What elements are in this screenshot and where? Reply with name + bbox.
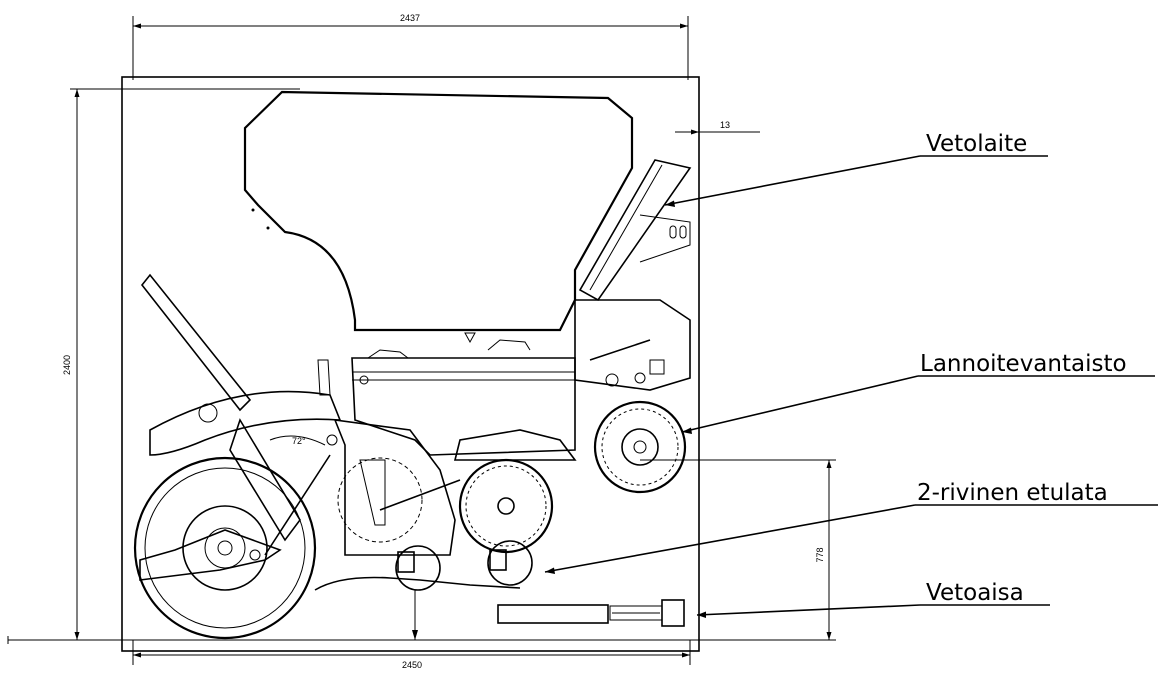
envelope-frame — [121, 76, 700, 652]
fertilizer-coulter-wheel — [593, 400, 687, 494]
dimension-top-width: 2437 — [132, 13, 689, 80]
towing-drawbar — [497, 599, 685, 627]
callout-leaders — [544, 155, 1158, 618]
transport-wheel — [133, 456, 317, 640]
callout-lannoitevantaisto: Lannoitevantaisto — [920, 351, 1127, 377]
angle-label: 72° — [292, 436, 306, 446]
dimension-offset: 13 — [675, 120, 760, 135]
main-chassis — [351, 357, 576, 456]
callout-vetolaite: Vetolaite — [926, 131, 1027, 157]
dim-height-label: 2400 — [62, 355, 72, 375]
callout-etulata: 2-rivinen etulata — [917, 480, 1108, 506]
dim-ground-height-label: 778 — [815, 547, 825, 562]
dim-offset-label: 13 — [720, 120, 730, 130]
dim-top-width-label: 2437 — [400, 13, 420, 23]
dim-bottom-width-label: 2450 — [402, 660, 422, 670]
dimension-bottom-width: 2450 — [132, 640, 691, 670]
front-coulter-row — [314, 457, 533, 640]
dimension-height: 2400 — [62, 88, 300, 641]
callout-vetoaisa: Vetoaisa — [926, 580, 1024, 606]
seed-hopper — [243, 90, 634, 332]
dimension-ground-height: 778 — [640, 459, 836, 641]
marker-arm — [140, 273, 252, 412]
press-wheel — [458, 458, 554, 554]
